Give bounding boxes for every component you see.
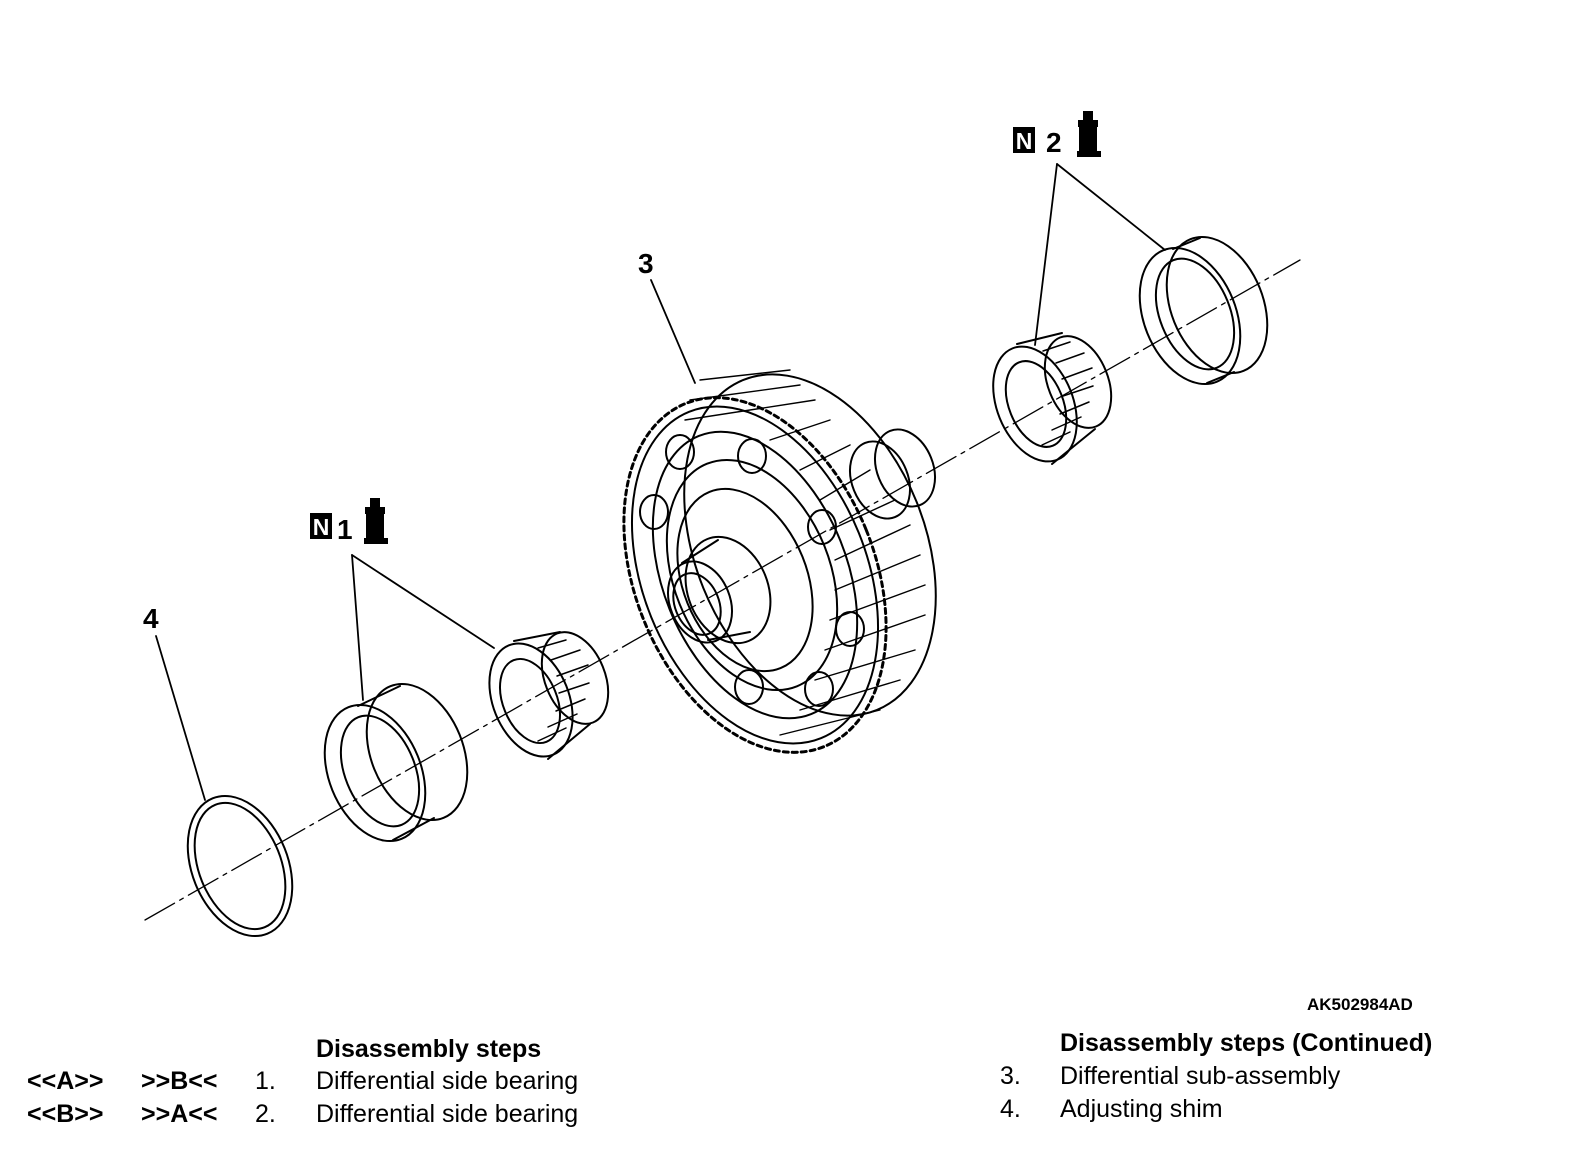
removal-code: <<A>> — [27, 1067, 104, 1095]
step-number: 3. — [1000, 1062, 1021, 1090]
removal-code: <<B>> — [27, 1100, 104, 1128]
new-part-mark-1: N — [310, 513, 332, 540]
step-label: Differential side bearing — [316, 1067, 579, 1095]
step-row: 3. Differential sub-assembly — [990, 1062, 1550, 1094]
step-label: Differential sub-assembly — [1060, 1062, 1341, 1090]
disassembly-steps-left: Disassembly steps <<A>> >>B<< 1. Differe… — [0, 1035, 700, 1145]
new-part-mark-1-text: N — [313, 514, 330, 540]
new-part-mark-2-text: N — [1016, 128, 1033, 154]
callout-number-2: 2 — [1046, 127, 1062, 158]
bearing-2-cone — [992, 332, 1113, 465]
leader-lines — [155, 163, 1166, 801]
adjusting-shim — [186, 794, 294, 938]
step-row: <<B>> >>A<< 2. Differential side bearing — [0, 1100, 700, 1132]
step-row: <<A>> >>B<< 1. Differential side bearing — [0, 1067, 700, 1099]
callout-number-3: 3 — [638, 248, 654, 279]
bearing-1-outer-race — [323, 682, 469, 843]
figure-code: AK502984AD — [1307, 995, 1413, 1014]
step-number: 2. — [255, 1100, 276, 1128]
grease-icon — [1077, 111, 1101, 157]
step-number: 4. — [1000, 1095, 1021, 1123]
steps-left-heading: Disassembly steps — [316, 1035, 542, 1063]
new-part-mark-2: N — [1013, 127, 1035, 154]
install-code: >>B<< — [141, 1067, 218, 1095]
step-row: 4. Adjusting shim — [990, 1095, 1550, 1127]
differential-sub-assembly — [622, 369, 937, 754]
callout-number-1: 1 — [337, 514, 353, 545]
disassembly-steps-right: Disassembly steps (Continued) 3. Differe… — [990, 1029, 1550, 1139]
bearing-2-outer-race — [1138, 235, 1269, 386]
steps-right-heading: Disassembly steps (Continued) — [1060, 1029, 1433, 1057]
callout-number-4: 4 — [143, 603, 159, 634]
step-label: Adjusting shim — [1060, 1095, 1223, 1123]
bearing-1-cone — [488, 631, 610, 760]
grease-icon — [364, 498, 388, 544]
ring-gear-bolts — [639, 434, 865, 707]
center-axis — [144, 259, 1301, 921]
install-code: >>A<< — [141, 1100, 218, 1128]
step-label: Differential side bearing — [316, 1100, 579, 1128]
step-number: 1. — [255, 1067, 276, 1095]
